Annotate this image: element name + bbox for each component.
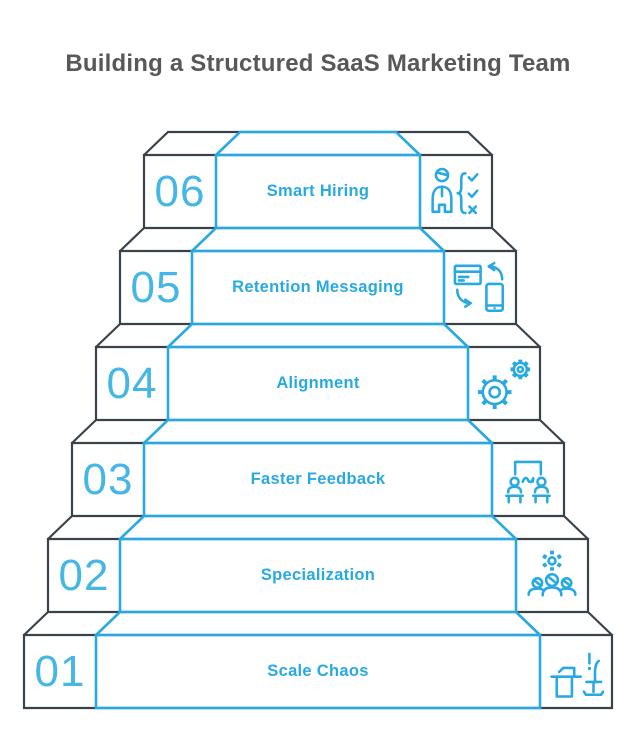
staircase-blue-lines: [94, 130, 542, 710]
step-01-number: 01: [34, 646, 86, 696]
page-title: Building a Structured SaaS Marketing Tea…: [65, 50, 571, 77]
step-04-label: Alignment: [276, 374, 360, 392]
empty-desk-icon: [550, 652, 604, 698]
step-06-label: Smart Hiring: [266, 182, 370, 200]
step-03-number: 03: [82, 454, 134, 504]
step-01-label: Scale Chaos: [267, 662, 369, 680]
gears-icon: [477, 359, 531, 409]
staircase-dark-lines: [22, 130, 614, 710]
person-checklist-icon: [431, 167, 479, 214]
team-gear-icon: [527, 550, 577, 597]
step-03-label: Faster Feedback: [250, 470, 386, 488]
cross-device-messaging-icon: [453, 261, 505, 312]
step-04-number: 04: [106, 358, 158, 408]
meeting-feedback-icon: [505, 460, 551, 503]
step-05-number: 05: [130, 262, 182, 312]
step-06-number: 06: [154, 166, 206, 216]
step-02-label: Specialization: [260, 566, 376, 584]
step-05-label: Retention Messaging: [232, 278, 404, 296]
step-02-number: 02: [58, 550, 110, 600]
